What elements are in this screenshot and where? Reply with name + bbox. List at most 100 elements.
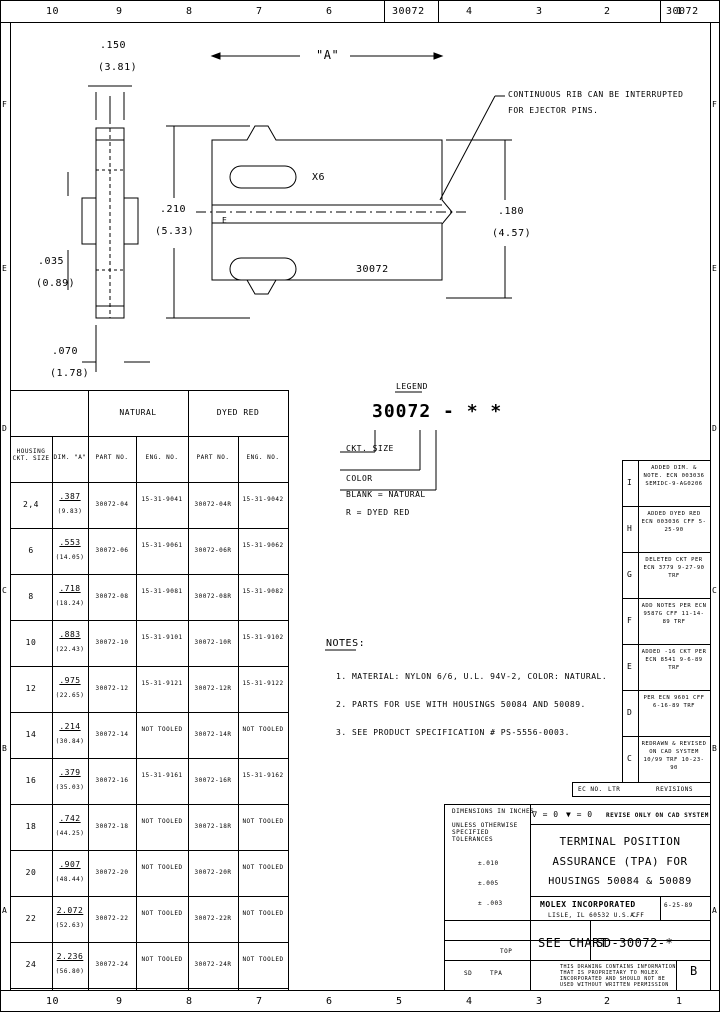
zone-label: A xyxy=(712,906,718,915)
zone-label: 7 xyxy=(256,996,263,1007)
header-part-number: 30072 xyxy=(392,6,425,17)
table-header-pn-red: PART NO. xyxy=(196,454,230,461)
zone-label: B xyxy=(2,744,8,753)
table-cell-ckt: 10 xyxy=(25,638,37,647)
table-row-divider xyxy=(10,758,288,759)
table-cell-part-no: 30072-12 xyxy=(95,685,129,692)
table-cell-eng-no: 15-31-9121 xyxy=(141,680,183,687)
table-cell-eng-no-red: 15-31-9082 xyxy=(242,588,284,595)
table-header-pn: PART NO. xyxy=(95,454,129,461)
bottom-zone-border xyxy=(0,990,720,991)
table-cell-part-no-red: 30072-14R xyxy=(194,731,232,738)
rev-header-ec: EC NO. xyxy=(578,786,603,793)
table-cell-eng-no: NOT TOOLED xyxy=(141,956,183,963)
zone-label: D xyxy=(712,424,718,433)
table-row-divider xyxy=(10,574,288,575)
dim-note: DIMENSIONS IN INCHES xyxy=(452,808,535,815)
table-cell-dim-in: .379 xyxy=(59,768,81,777)
table-row-divider xyxy=(10,712,288,713)
zone-label: 10 xyxy=(46,6,60,17)
product-code: TPA xyxy=(490,970,503,977)
dim-width-mm: (3.81) xyxy=(98,62,138,73)
table-cell-eng-no: NOT TOOLED xyxy=(141,910,183,917)
revision-text: ADDED -16 CKT PER ECN 8541 9-6-89 TRF xyxy=(641,649,707,671)
legend-color: COLOR xyxy=(346,474,373,483)
title-line-2: ASSURANCE (TPA) FOR xyxy=(552,855,688,868)
table-row-divider xyxy=(10,850,288,851)
rev-header-revisions: REVISIONS xyxy=(656,786,694,793)
revision-letter: G xyxy=(627,570,633,579)
table-cell-part-no: 30072-04 xyxy=(95,501,129,508)
top-zone-border xyxy=(0,22,720,23)
dim-width-in: .150 xyxy=(100,40,127,51)
zone-label: 3 xyxy=(536,6,543,17)
table-cell-part-no-red: 30072-04R xyxy=(194,501,232,508)
revision-text: REDRAWN & REVISED ON CAD SYSTEM 10/99 TR… xyxy=(641,741,707,771)
table-cell-dim-in: .742 xyxy=(59,814,81,823)
dim-tab-in: .035 xyxy=(38,256,65,267)
table-row-divider xyxy=(10,988,288,989)
tol-2: ±.005 xyxy=(478,880,499,887)
table-cell-dim-in: 2.072 xyxy=(56,906,84,915)
table-cell-eng-no-red: 15-31-9162 xyxy=(242,772,284,779)
date: 6-25-89 xyxy=(664,902,693,909)
title-line-3: HOUSINGS 50084 & 50089 xyxy=(548,876,692,887)
zone-label: 6 xyxy=(326,6,333,17)
table-cell-ckt: 16 xyxy=(25,776,37,785)
zone-label: C xyxy=(2,586,8,595)
zone-label: B xyxy=(712,744,718,753)
table-cell-dim-mm: (22.65) xyxy=(55,692,85,699)
size: SEE CHART xyxy=(538,936,608,950)
part-marking-top: X6 xyxy=(312,172,326,183)
table-cell-dim-in: .975 xyxy=(59,676,81,685)
company-name: MOLEX INCORPORATED xyxy=(540,900,636,909)
zone-label: 6 xyxy=(326,996,333,1007)
table-cell-ckt: 12 xyxy=(25,684,37,693)
revise-note: REVISE ONLY ON CAD SYSTEM xyxy=(606,812,709,819)
zone-label: 3 xyxy=(536,996,543,1007)
table-cell-part-no: 30072-16 xyxy=(95,777,129,784)
table-cell-part-no-red: 30072-18R xyxy=(194,823,232,830)
table-row-divider xyxy=(10,620,288,621)
table-cell-dim-in: .387 xyxy=(59,492,81,501)
table-cell-dim-mm: (22.43) xyxy=(55,646,85,653)
legend-ckt-size: CKT. SIZE xyxy=(346,444,394,453)
revision-divider xyxy=(622,552,710,553)
table-cell-dim-in: .718 xyxy=(59,584,81,593)
table-row-divider xyxy=(10,896,288,897)
zone-label: 2 xyxy=(604,996,611,1007)
right-zone-border xyxy=(710,22,711,990)
note-3: 3. SEE PRODUCT SPECIFICATION # PS-5556-0… xyxy=(336,728,570,737)
table-header-dim: DIM. "A" xyxy=(53,454,87,461)
zone-label: 8 xyxy=(186,996,193,1007)
drawing-number: SD-30072-* xyxy=(596,936,674,950)
part-marking-e: E xyxy=(222,216,228,225)
revision-text: ADD NOTES PER ECN 9587G CFF 11-14-89 TRF xyxy=(641,603,707,625)
table-cell-dim-mm: (18.24) xyxy=(55,600,85,607)
revision-letter: E xyxy=(627,662,633,671)
table-cell-eng-no-red: NOT TOOLED xyxy=(242,910,284,917)
tol-1: ±.010 xyxy=(478,860,499,867)
table-cell-dim-mm: (30.84) xyxy=(55,738,85,745)
table-cell-eng-no-red: 15-31-9062 xyxy=(242,542,284,549)
drawn-by: CFF xyxy=(632,912,645,919)
table-cell-dim-mm: (14.05) xyxy=(55,554,85,561)
table-cell-eng-no-red: 15-31-9102 xyxy=(242,634,284,641)
zone-label: 4 xyxy=(466,6,473,17)
zone-label: 1 xyxy=(676,996,683,1007)
table-cell-dim-in: .883 xyxy=(59,630,81,639)
table-cell-part-no-red: 30072-10R xyxy=(194,639,232,646)
title-line-1: TERMINAL POSITION xyxy=(559,835,681,848)
note-2: 2. PARTS FOR USE WITH HOUSINGS 50084 AND… xyxy=(336,700,586,709)
table-cell-part-no: 30072-24 xyxy=(95,961,129,968)
table-cell-ckt: 6 xyxy=(28,546,34,555)
zone-label: A xyxy=(2,906,8,915)
rev-header-ltr: LTR xyxy=(608,786,621,793)
table-cell-eng-no: 15-31-9101 xyxy=(141,634,183,641)
note-rib: CONTINUOUS RIB CAN BE INTERRUPTED xyxy=(508,90,684,99)
table-row-divider xyxy=(10,666,288,667)
zone-label: 9 xyxy=(116,6,123,17)
dim-right-mm: (4.57) xyxy=(492,228,532,239)
table-cell-part-no-red: 30072-12R xyxy=(194,685,232,692)
